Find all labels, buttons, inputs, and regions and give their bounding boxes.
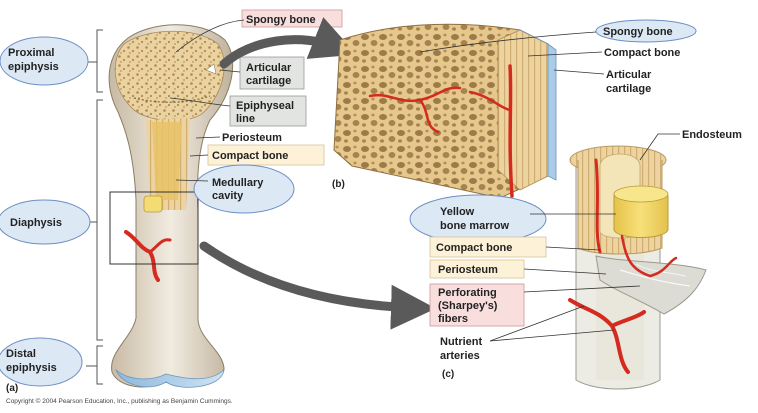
perforating-fibers-label-2: (Sharpey's): [438, 300, 498, 312]
compact-bone-b-label: Compact bone: [604, 47, 680, 59]
medullary-cavity-label-1: Medullary: [212, 177, 264, 189]
yellow-bone-marrow-label-2: bone marrow: [440, 220, 510, 232]
yellow-bone-marrow-label-1: Yellow: [440, 206, 475, 218]
panel-c-label: (c): [442, 369, 454, 380]
proximal-epiphysis-label-1: Proximal: [8, 47, 54, 59]
medullary-cavity-label-2: cavity: [212, 190, 244, 202]
proximal-epiphysis-label-2: epiphysis: [8, 61, 59, 73]
periosteum-a-label: Periosteum: [222, 132, 282, 144]
shaft-cutaway: [570, 146, 706, 389]
distal-epiphysis-label-2: epiphysis: [6, 362, 57, 374]
nutrient-arteries-label-1: Nutrient: [440, 336, 483, 348]
articular-cartilage-b-label-1: Articular: [606, 69, 652, 81]
epiphyseal-line-label-2: line: [236, 113, 255, 125]
perforating-fibers-label-1: Perforating: [438, 287, 497, 299]
compact-bone-c-label: Compact bone: [436, 242, 512, 254]
distal-epiphysis-bubble: Distal epiphysis: [0, 338, 82, 386]
perforating-fibers-label-3: fibers: [438, 313, 468, 325]
spongy-bone-a-label: Spongy bone: [246, 14, 316, 26]
panel-a-label: (a): [6, 383, 18, 394]
articular-cartilage-a-label-2: cartilage: [246, 75, 291, 87]
diaphysis-bubble: Diaphysis: [0, 200, 90, 244]
epiphyseal-line-label-1: Epiphyseal: [236, 100, 294, 112]
arrow-to-panel-c: [204, 246, 418, 308]
distal-epiphysis-label-1: Distal: [6, 348, 36, 360]
periosteum-a-callout: Periosteum: [196, 132, 282, 144]
nutrient-arteries-label-2: arteries: [440, 350, 480, 362]
panel-b-label: (b): [332, 179, 345, 190]
region-brackets: [86, 30, 103, 384]
spongy-bone-block: [334, 24, 556, 198]
articular-cartilage-a-label-1: Articular: [246, 62, 292, 74]
spongy-bone-b-label: Spongy bone: [603, 26, 673, 38]
compact-bone-a-callout: Compact bone: [190, 145, 324, 165]
compact-bone-a-label: Compact bone: [212, 150, 288, 162]
articular-cartilage-b-label-2: cartilage: [606, 83, 651, 95]
copyright-text: Copyright © 2004 Pearson Education, Inc.…: [6, 397, 233, 405]
endosteum-label: Endosteum: [682, 129, 742, 141]
marrow-plug: [144, 196, 162, 212]
proximal-spongy-region: [115, 31, 224, 121]
compact-bone-c-callout: Compact bone: [430, 237, 600, 257]
medullary-region: [152, 122, 182, 200]
diaphysis-label: Diaphysis: [10, 217, 62, 229]
articular-cartilage-b-callout: Articular cartilage: [554, 69, 652, 95]
periosteum-c-label: Periosteum: [438, 264, 498, 276]
proximal-epiphysis-bubble: Proximal epiphysis: [0, 37, 88, 85]
